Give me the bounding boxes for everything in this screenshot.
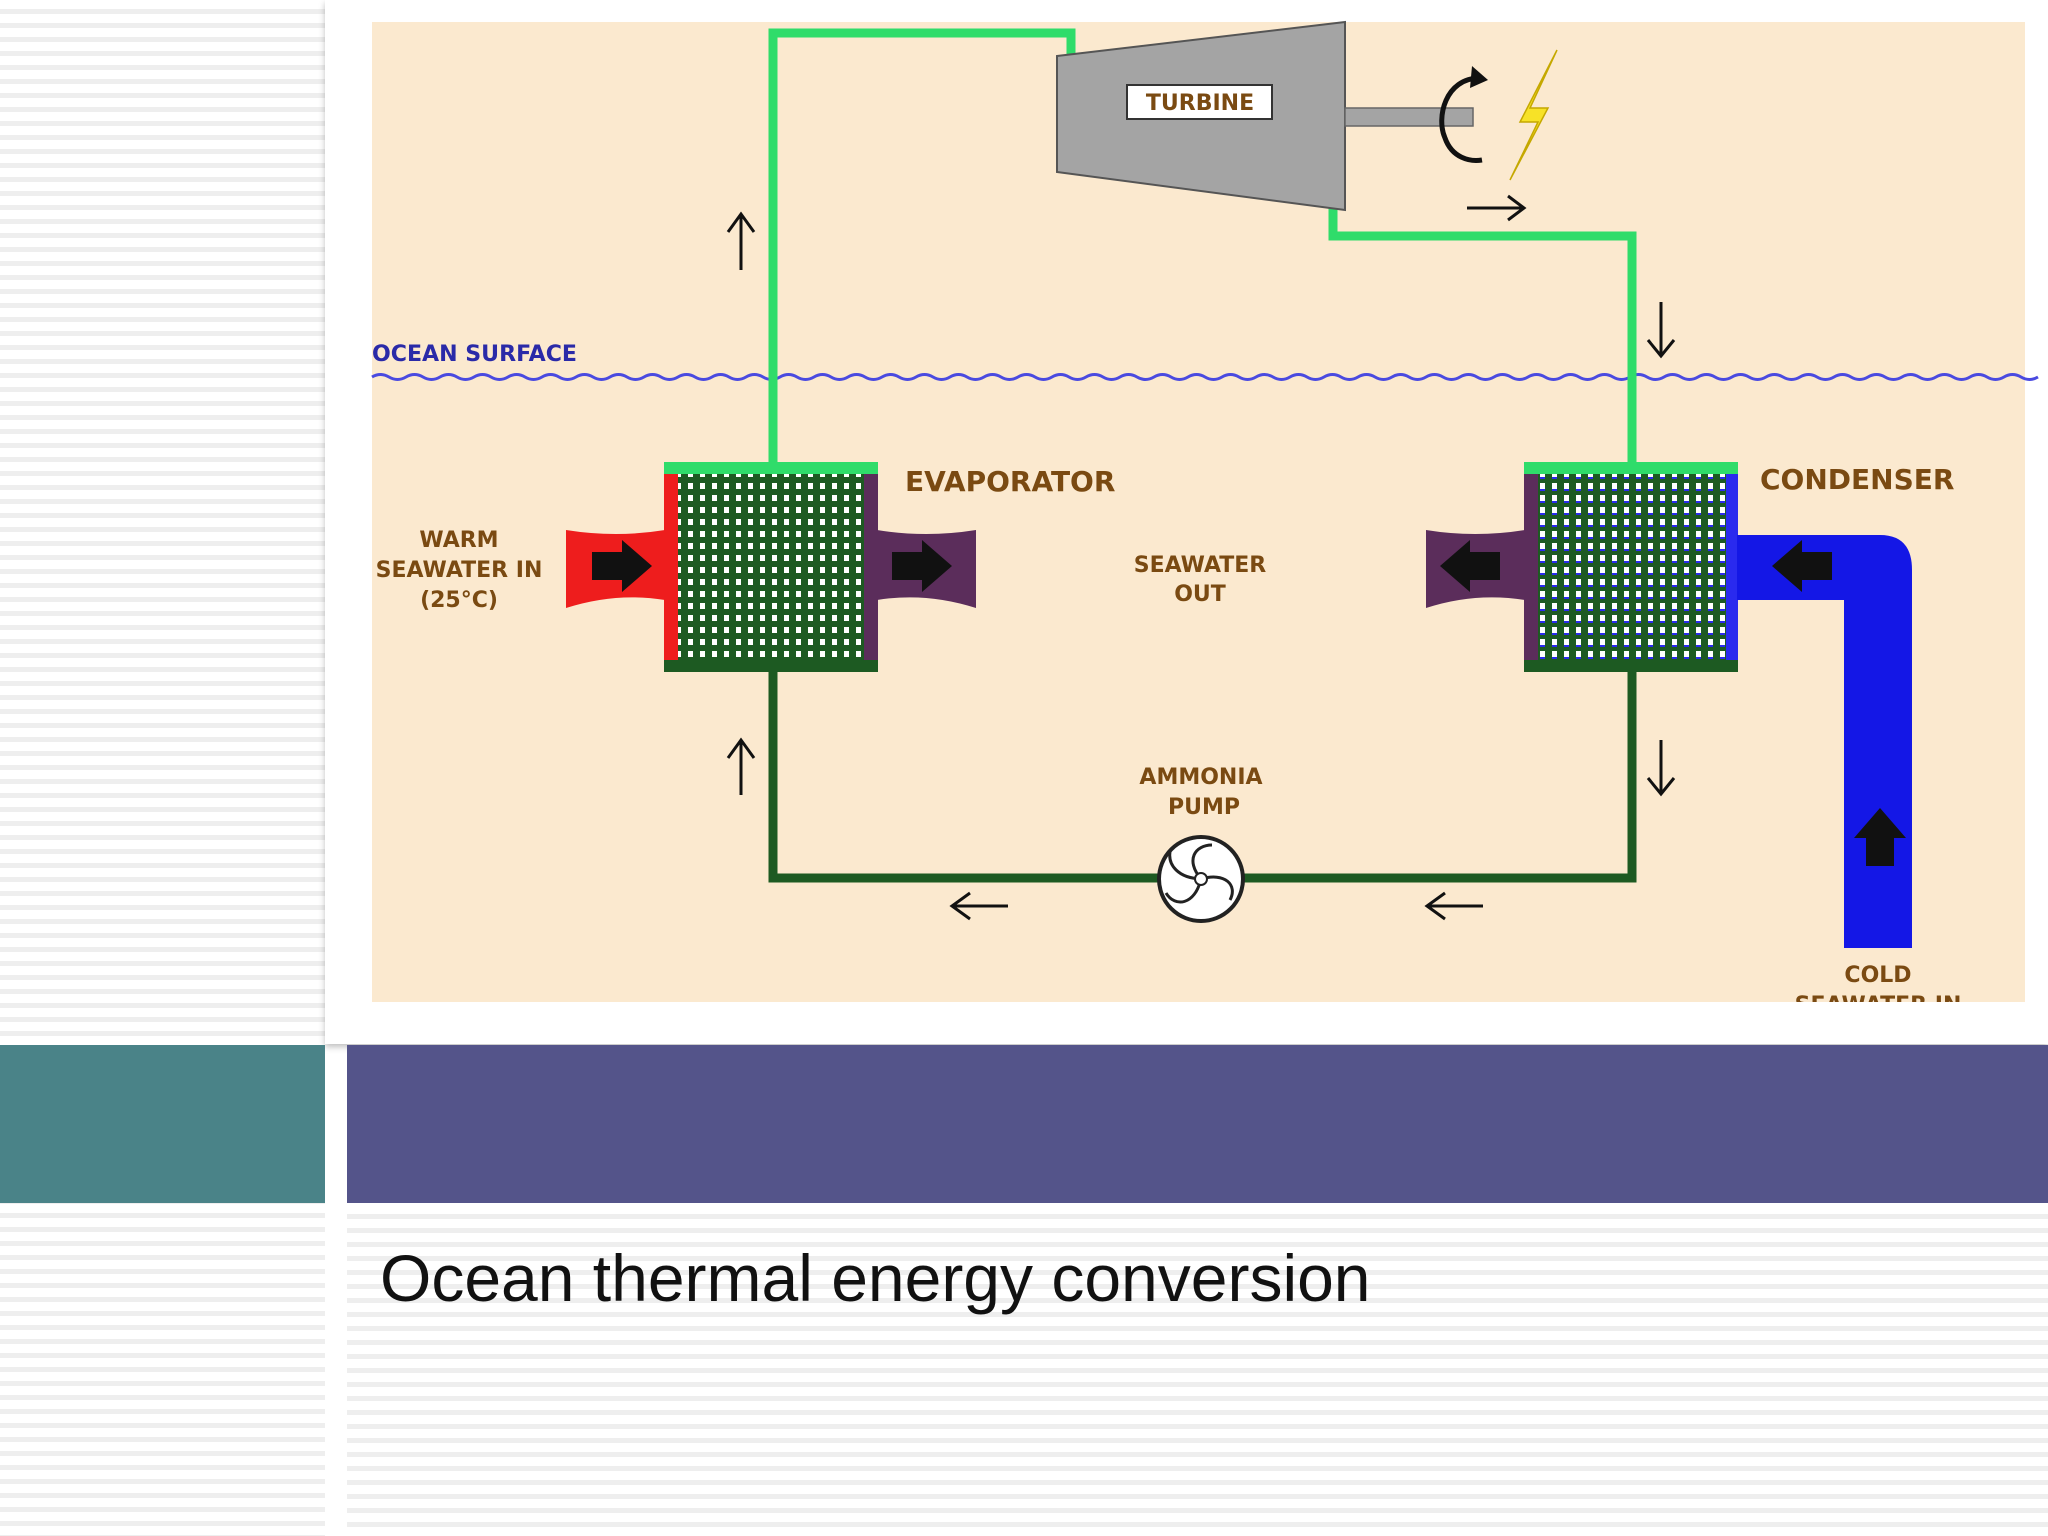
- title-bar: [347, 1045, 2048, 1203]
- warm-in-label-line3: (25°C): [420, 588, 498, 613]
- lightning-icon: [1509, 49, 1558, 181]
- turbine-output-arrow-icon: [1467, 194, 1527, 222]
- condenser: [1426, 462, 1912, 948]
- background-stripes-left: [0, 0, 325, 1536]
- arrow-left-icon: [1440, 540, 1500, 592]
- ocean-surface-label: OCEAN SURFACE: [372, 342, 577, 367]
- turbine-shaft: [1344, 107, 1474, 127]
- vapor-pipe-to-condenser: [1328, 205, 1637, 462]
- ammonia-pump-icon: [1157, 835, 1245, 923]
- teal-accent-block: [0, 1045, 325, 1203]
- flow-arrow-left-icon: [949, 891, 1008, 921]
- otec-diagram: OCEAN SURFACE TURBINE AMMONIA PUMP: [371, 20, 2039, 1044]
- flow-arrow-up-icon: [726, 737, 756, 795]
- evaporator-label: EVAPORATOR: [905, 465, 1115, 498]
- flow-arrow-up-icon: [726, 211, 756, 270]
- seawater-out-label-line2: OUT: [1174, 582, 1226, 607]
- warm-in-label-line2: SEAWATER IN: [376, 558, 543, 583]
- arrow-left-icon: [1772, 540, 1832, 592]
- rotation-arrowhead-icon: [1470, 66, 1488, 88]
- cold-in-label-line1: COLD: [1844, 963, 1911, 988]
- pump-label-line2: PUMP: [1168, 795, 1240, 820]
- rotation-arrow-icon: [1439, 75, 1483, 163]
- arrow-right-icon: [892, 540, 952, 592]
- flow-arrow-left-icon: [1424, 891, 1483, 921]
- image-bottom-edge: [372, 1002, 2025, 1044]
- pump-label-line1: AMMONIA: [1139, 765, 1262, 790]
- flow-arrow-down-icon: [1646, 740, 1676, 797]
- background-stripes-bottom: [347, 1205, 2048, 1536]
- slide-title: Ocean thermal energy conversion: [380, 1241, 1371, 1315]
- evaporator: [566, 462, 976, 672]
- ocean-surface-line: [371, 373, 2039, 381]
- diagram-frame: OCEAN SURFACE TURBINE AMMONIA PUMP: [325, 0, 2048, 1044]
- flow-arrow-down-icon: [1646, 302, 1676, 359]
- turbine-label: TURBINE: [1146, 91, 1254, 116]
- turbine-label-box: [1126, 84, 1273, 120]
- vapor-pipe-to-turbine: [768, 28, 1076, 462]
- seawater-out-label-line1: SEAWATER: [1134, 553, 1267, 578]
- condenser-label: CONDENSER: [1760, 463, 1954, 496]
- arrow-right-icon: [592, 540, 652, 592]
- warm-in-label-line1: WARM: [419, 528, 498, 553]
- arrow-up-icon: [1854, 808, 1906, 866]
